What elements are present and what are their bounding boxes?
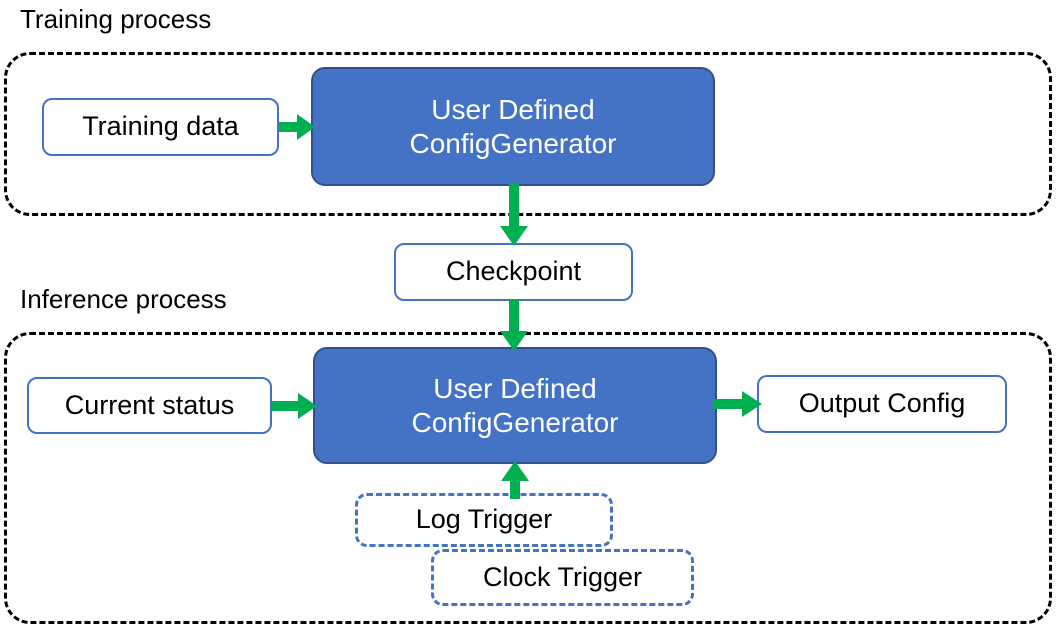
- inference-process-container: [4, 332, 1052, 624]
- inference-process-caption: Inference process: [20, 284, 227, 314]
- node-label-line1: User Defined: [433, 373, 597, 405]
- arrow-checkpoint-to-config-generator: [497, 299, 531, 351]
- arrow-config-generator-to-checkpoint: [497, 184, 531, 246]
- arrow-current-status-to-config-generator: [272, 389, 317, 423]
- node-label-line2: ConfigGenerator: [411, 406, 619, 438]
- node-clock-trigger[interactable]: Clock Trigger: [431, 549, 694, 606]
- node-log-trigger[interactable]: Log Trigger: [355, 493, 613, 547]
- node-training-data[interactable]: Training data: [42, 98, 279, 156]
- arrow-training-data-to-config-generator: [279, 110, 315, 144]
- arrow-config-generator-to-output-config: [714, 387, 762, 421]
- node-label-line1: User Defined: [431, 94, 595, 126]
- node-user-defined-config-generator-training[interactable]: User Defined ConfigGenerator: [311, 67, 715, 186]
- training-process-caption: Training process: [20, 4, 212, 34]
- node-checkpoint[interactable]: Checkpoint: [394, 243, 633, 301]
- node-user-defined-config-generator-inference[interactable]: User Defined ConfigGenerator: [313, 347, 717, 464]
- node-output-config[interactable]: Output Config: [757, 375, 1007, 433]
- training-process-container: [4, 52, 1052, 216]
- node-current-status[interactable]: Current status: [27, 377, 272, 434]
- node-label-line2: ConfigGenerator: [409, 127, 617, 159]
- arrow-triggers-to-config-generator: [498, 461, 532, 499]
